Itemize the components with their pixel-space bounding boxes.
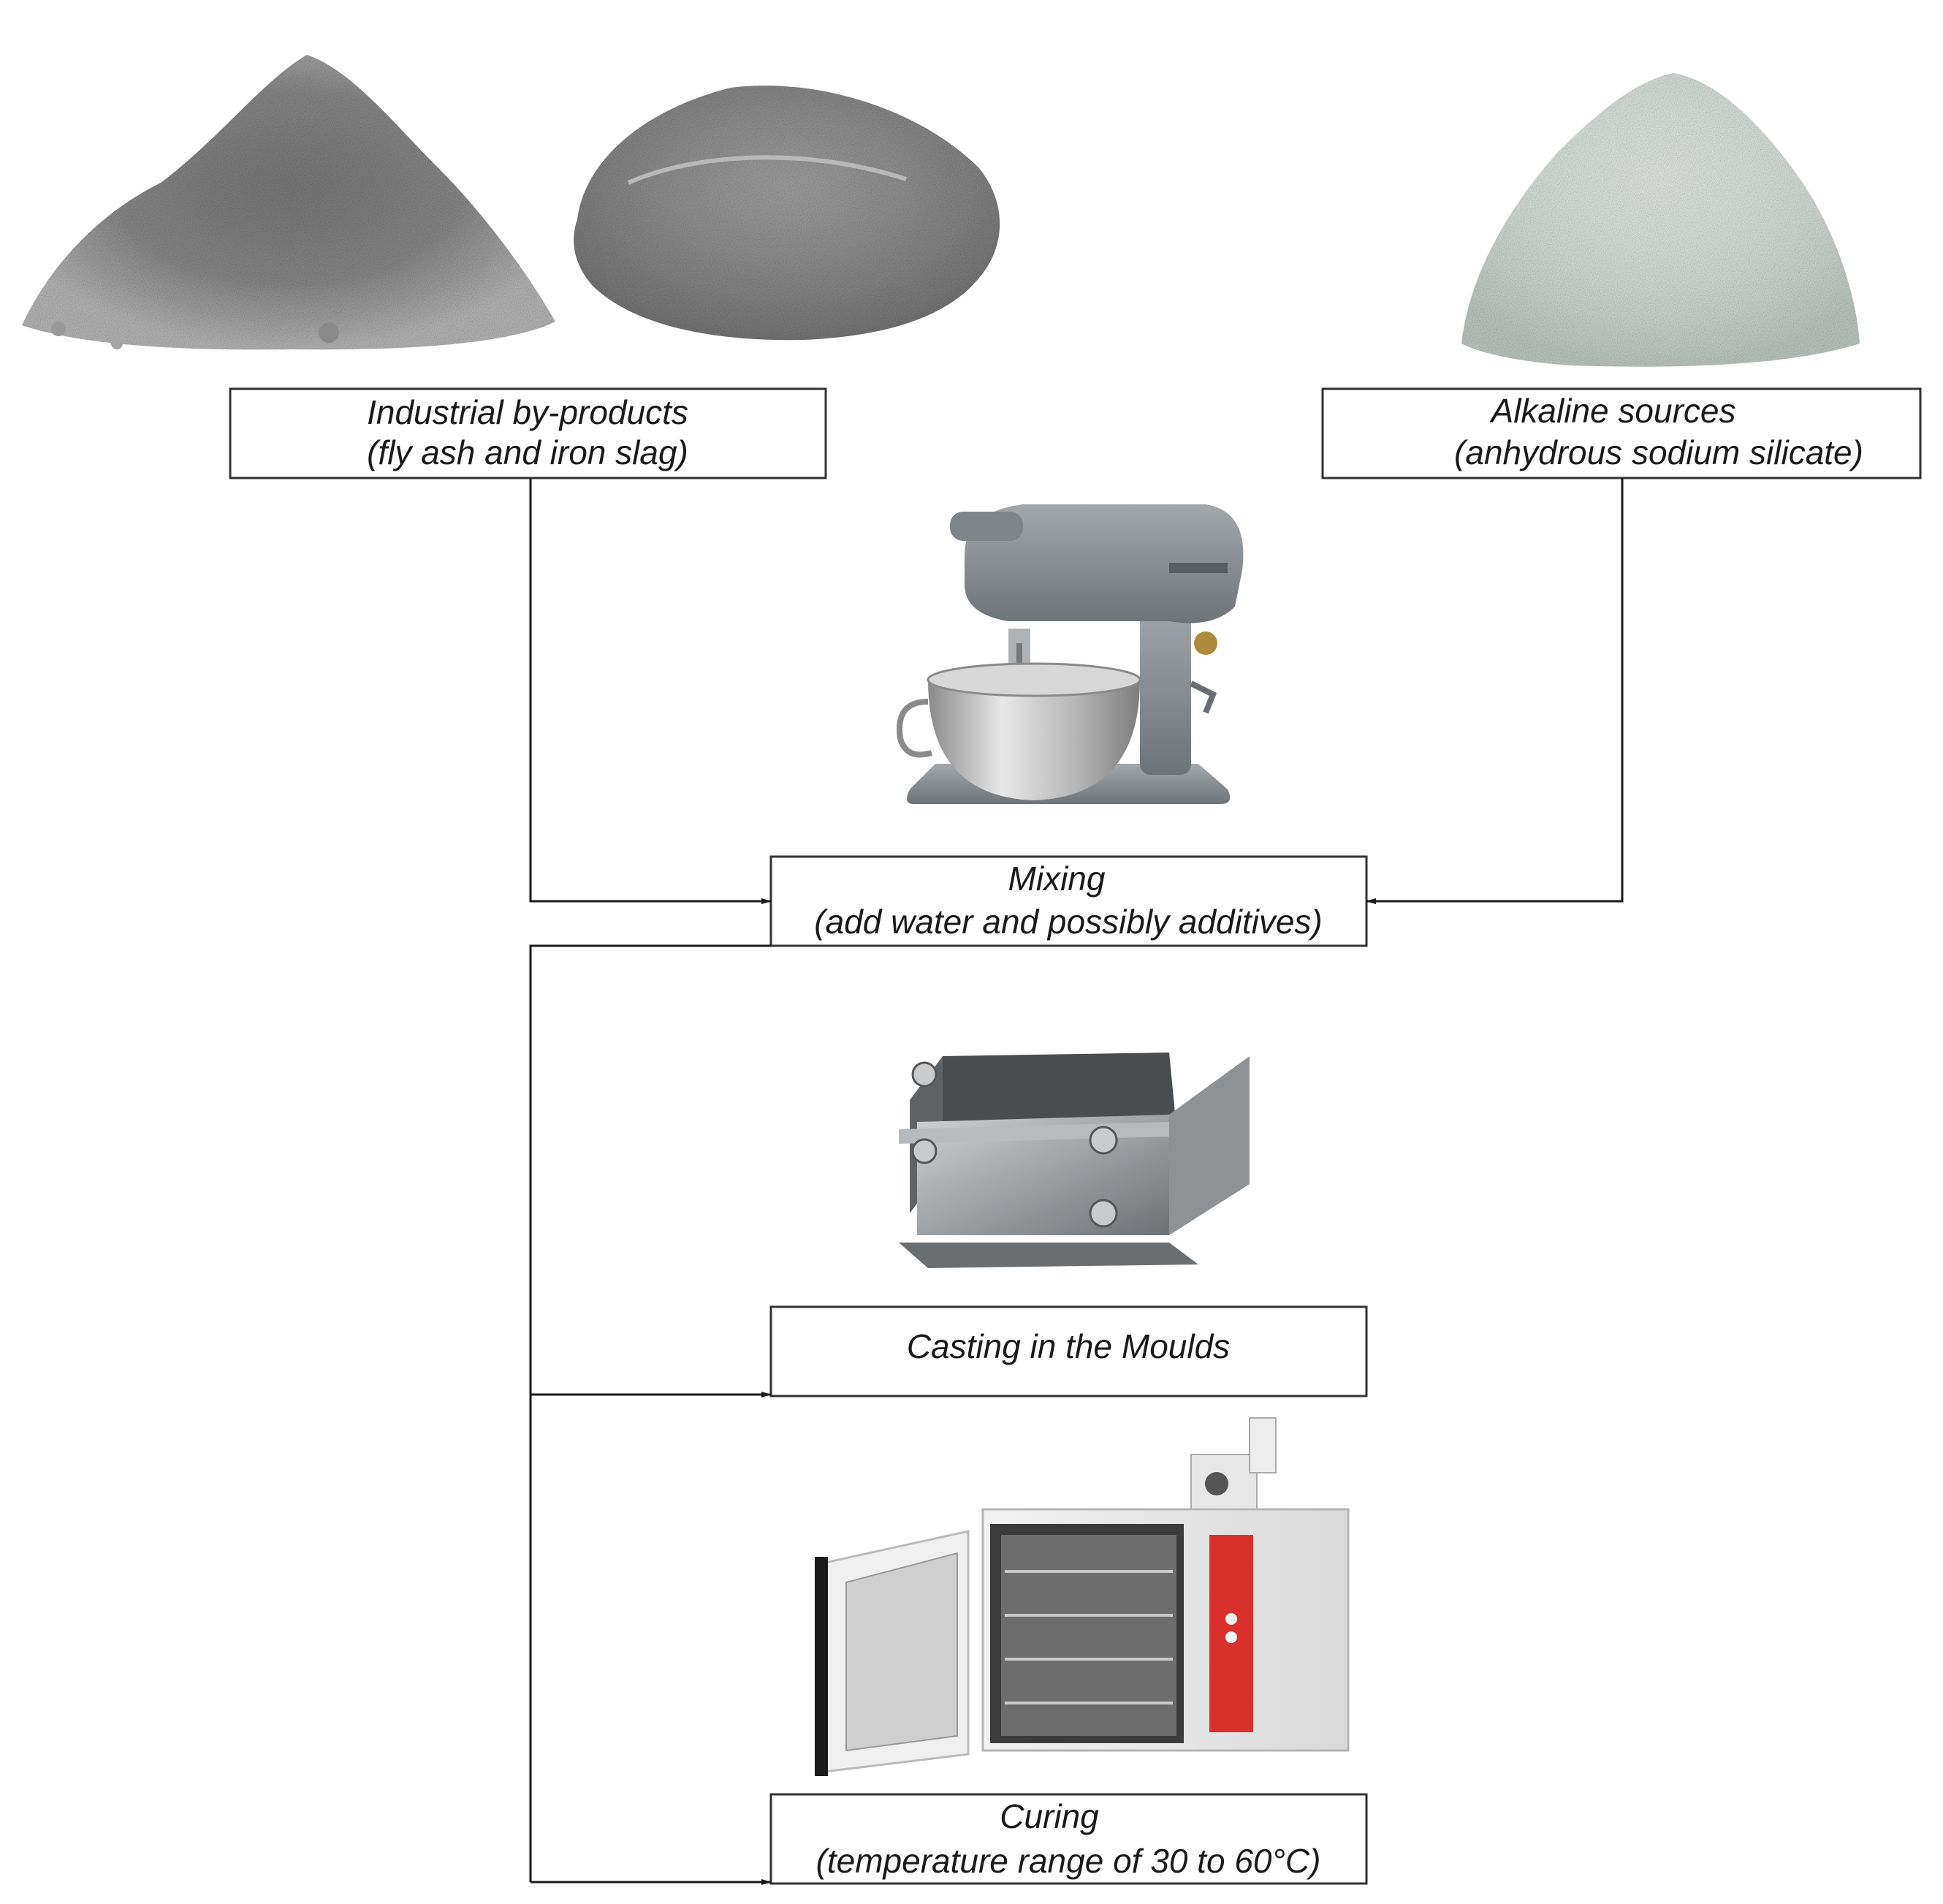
stand-mixer-image <box>897 504 1244 804</box>
box-mixing: Mixing (add water and possibly additives… <box>769 855 1368 947</box>
box-alkaline-sources: Alkaline sources (anhydrous sodium silic… <box>1321 387 1922 479</box>
byproducts-subtitle: (fly ash and iron slag) <box>367 433 688 471</box>
connector-alkaline-to-mixing <box>1366 478 1624 904</box>
mixing-title: Mixing <box>1008 860 1106 898</box>
fly-ash-powder-image <box>22 55 555 350</box>
box-industrial-byproducts: Industrial by-products (fly ash and iron… <box>229 387 827 479</box>
curing-oven-image <box>815 1417 1350 1776</box>
mixing-subtitle: (add water and possibly additives) <box>814 903 1322 941</box>
byproducts-title: Industrial by-products <box>367 393 688 431</box>
curing-subtitle: (temperature range of 30 to 60°C) <box>816 1842 1321 1880</box>
connector-mixing-trunk <box>529 944 771 1882</box>
casting-title: Casting in the Moulds <box>907 1327 1230 1365</box>
connectors <box>529 478 1624 1885</box>
box-curing: Curing (temperature range of 30 to 60°C) <box>769 1793 1368 1885</box>
steel-cube-mould-image <box>899 1052 1250 1268</box>
box-casting: Casting in the Moulds <box>769 1305 1368 1397</box>
alkaline-subtitle: (anhydrous sodium silicate) <box>1454 433 1863 471</box>
alkaline-title: Alkaline sources <box>1489 392 1736 430</box>
iron-slag-powder-image <box>574 86 1000 341</box>
curing-title: Curing <box>1000 1797 1099 1835</box>
connector-byproducts-to-mixing <box>529 478 772 904</box>
sodium-silicate-powder-image <box>1461 73 1860 367</box>
